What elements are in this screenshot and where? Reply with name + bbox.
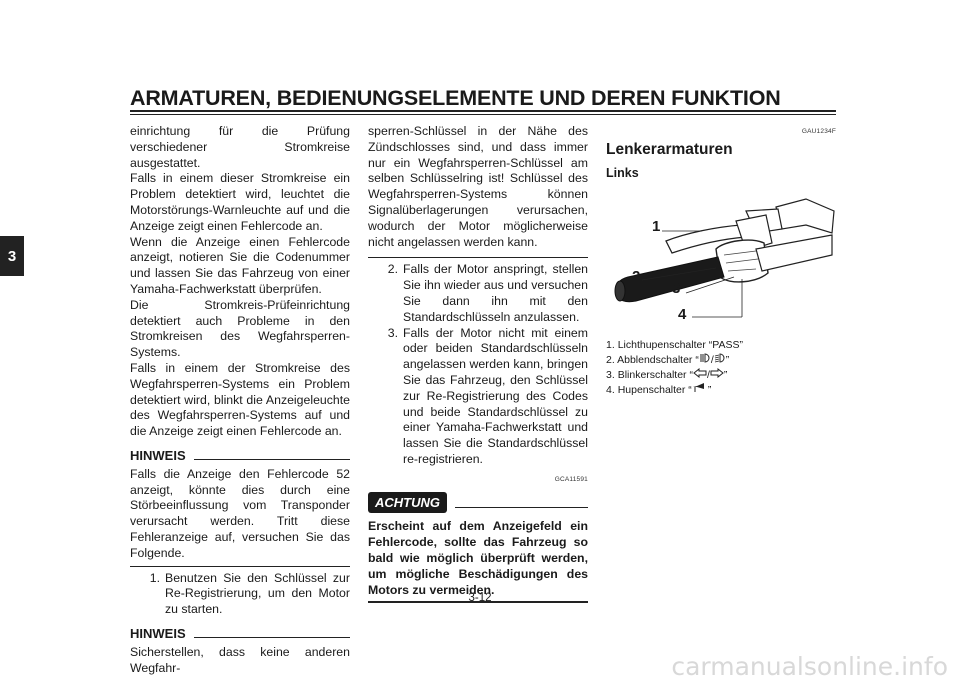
- achtung-heading: ACHTUNG: [368, 491, 588, 514]
- watermark-footer: carmanualsonline.info: [671, 652, 948, 681]
- legend-text: ”: [725, 354, 730, 367]
- achtung-badge: ACHTUNG: [368, 491, 447, 514]
- legend-text: Abblendschalter “: [617, 354, 699, 367]
- legend-text: ”: [707, 384, 712, 397]
- column-right: GAU1234F Lenkerarmaturen Links: [606, 124, 836, 398]
- legend-text: ”: [723, 369, 728, 382]
- step-number: 1.: [149, 570, 160, 585]
- reference-code: GCA11591: [554, 475, 588, 483]
- page-number: 3-12: [468, 592, 492, 604]
- hinweis-heading: HINWEIS: [130, 448, 350, 464]
- horn-icon: [692, 383, 704, 393]
- step-number: 2.: [387, 262, 398, 277]
- paragraph: Falls in einem dieser Stromkreise ein Pr…: [130, 171, 350, 233]
- legend-item: 2. Abblendschalter “ / ”: [606, 353, 836, 368]
- callout-4: 4: [678, 306, 687, 324]
- figure-legend: 1. Lichthupenschalter “PASS” 2. Abblends…: [606, 338, 836, 398]
- callout-3: 3: [672, 280, 681, 298]
- callout-2: 2: [632, 268, 641, 286]
- high-beam-icon: [699, 353, 710, 363]
- divider: [368, 257, 588, 259]
- section-title: Lenkerarmaturen: [606, 140, 733, 158]
- chapter-tab: 3: [0, 236, 24, 276]
- legend-number: 3.: [606, 369, 615, 382]
- paragraph: sperren-Schlüssel in der Nähe des Zündsc…: [368, 124, 588, 249]
- low-beam-icon: [714, 353, 725, 363]
- right-arrow-icon: [710, 368, 724, 379]
- heading-rule: [455, 497, 588, 508]
- subsection-title: Links: [606, 165, 639, 180]
- step-text: Falls der Motor anspringt, stellen Sie i…: [403, 262, 588, 324]
- column-left: einrichtung für die Prüfung verschiedene…: [130, 124, 350, 676]
- heading-rule: [193, 451, 350, 461]
- divider: [130, 565, 350, 567]
- icon-separator: /: [706, 369, 710, 382]
- paragraph: Die Stromkreis-Prüfeinrichtung detektier…: [130, 297, 350, 360]
- page-title: ARMATUREN, BEDIENUNGSELEMENTE UND DEREN …: [130, 86, 781, 110]
- list-item: 1. Benutzen Sie den Schlüssel zur Re-Reg…: [130, 571, 350, 618]
- step-text: Benutzen Sie den Schlüssel zur Re-Regist…: [165, 570, 350, 617]
- hinweis-label: HINWEIS: [130, 625, 186, 641]
- icon-separator: /: [710, 354, 714, 367]
- legend-item: 1. Lichthupenschalter “PASS”: [606, 338, 836, 353]
- step-number: 3.: [387, 325, 398, 340]
- list-item: 2. Falls der Motor anspringt, stellen Si…: [368, 262, 588, 325]
- title-rule: [130, 110, 836, 112]
- note-text: Sicherstellen, dass keine anderen Wegfah…: [130, 644, 350, 675]
- paragraph: einrichtung für die Prüfung verschiedene…: [130, 124, 350, 170]
- left-arrow-icon: [693, 368, 707, 379]
- note-text: Falls die Anzeige den Fehlercode 52 anze…: [130, 466, 350, 560]
- list-item: 3. Falls der Motor nicht mit einem oder …: [368, 326, 588, 468]
- step-list: 2. Falls der Motor anspringt, stellen Si…: [368, 262, 588, 467]
- legend-text: Blinkerschalter “: [617, 369, 693, 382]
- handlebar-illustration: 1 2 3 4: [606, 185, 836, 324]
- legend-item: 3. Blinkerschalter “ / ”: [606, 368, 836, 383]
- paragraph: Falls in einem der Stromkreise des Wegfa…: [130, 360, 350, 439]
- step-text: Falls der Motor nicht mit einem oder bei…: [403, 325, 588, 466]
- callout-1: 1: [652, 218, 661, 236]
- heading-rule: [193, 629, 350, 639]
- hinweis-label: HINWEIS: [130, 447, 186, 463]
- legend-text: Lichthupenschalter “PASS”: [617, 339, 743, 352]
- legend-number: 2.: [606, 354, 615, 367]
- title-rule-thin: [130, 114, 836, 115]
- legend-number: 1.: [606, 339, 615, 352]
- reference-code: GAU1234F: [801, 128, 836, 135]
- hinweis-heading: HINWEIS: [130, 626, 350, 642]
- column-middle: sperren-Schlüssel in der Nähe des Zündsc…: [368, 124, 588, 607]
- legend-text: Hupenschalter “: [617, 384, 692, 397]
- handlebar-drawing: [614, 198, 835, 318]
- paragraph: Wenn die Anzeige einen Fehlercode anzeig…: [130, 234, 350, 296]
- step-list: 1. Benutzen Sie den Schlüssel zur Re-Reg…: [130, 571, 350, 618]
- legend-item: 4. Hupenschalter “ ”: [606, 383, 836, 398]
- warning-text: Erscheint auf dem Anzeigefeld ein Fehler…: [368, 519, 588, 597]
- legend-number: 4.: [606, 384, 615, 397]
- divider: [368, 601, 588, 604]
